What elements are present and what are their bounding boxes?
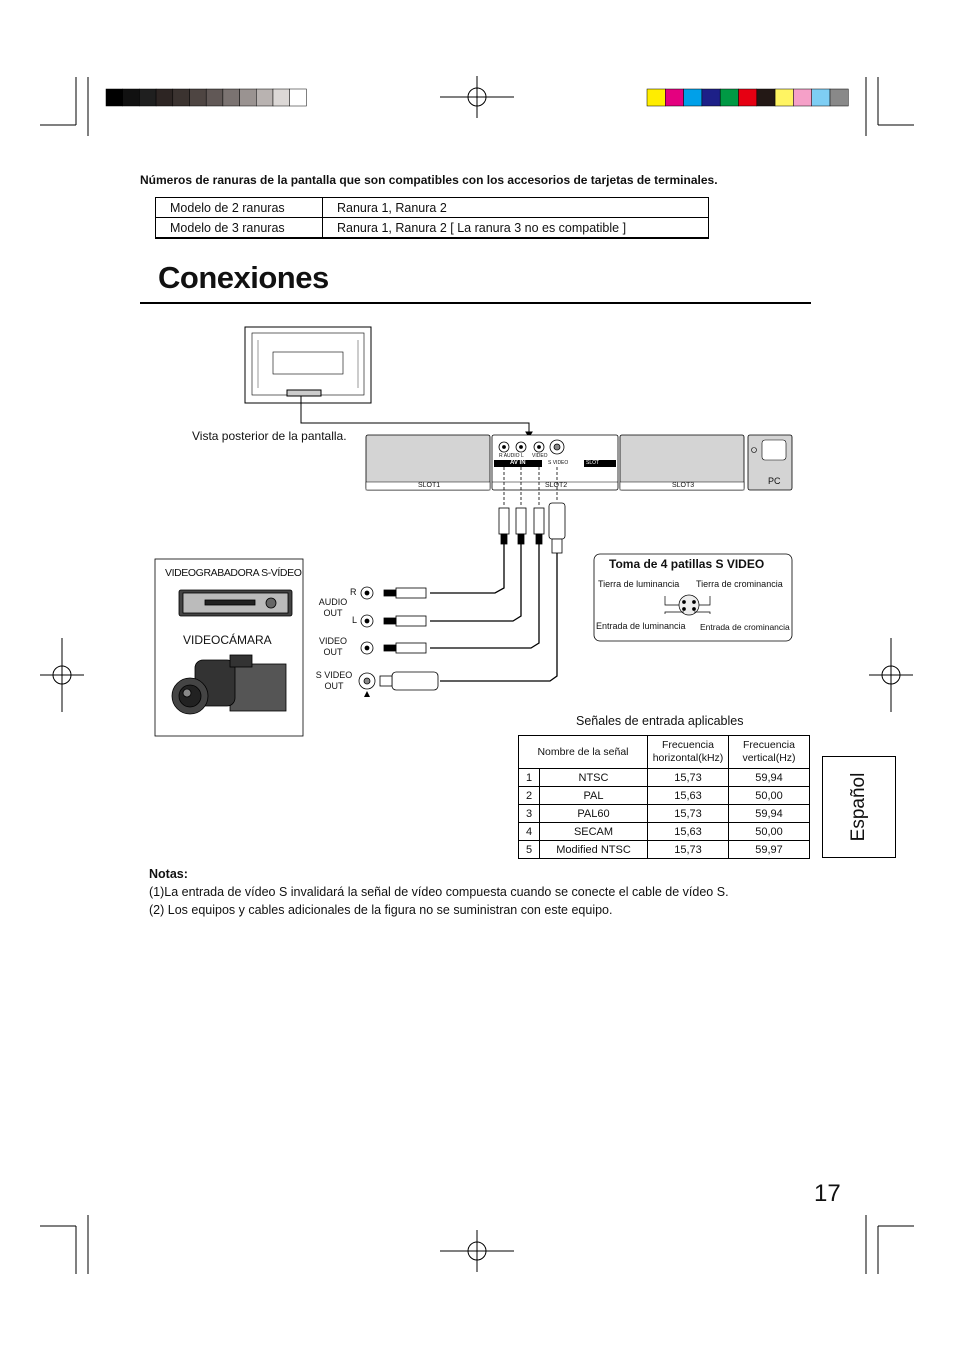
- cables: [430, 544, 558, 682]
- signals-caption: Señales de entrada aplicables: [576, 714, 744, 728]
- table-row: 4 SECAM 15,63 50,00: [518, 822, 810, 841]
- color-swatch: [289, 88, 307, 107]
- model-cell: Modelo de 2 ranuras: [155, 197, 323, 218]
- table-row: 2 PAL 15,63 50,00: [518, 786, 810, 805]
- horizontal-freq: 15,73: [647, 840, 729, 859]
- r-label: R: [350, 587, 357, 597]
- slots-cell: Ranura 1, Ranura 2 [ La ranura 3 no es c…: [322, 217, 709, 239]
- title-rule: [140, 302, 811, 304]
- header-horizontal: Frecuencia horizontal(kHz): [647, 735, 729, 769]
- lum-ground-label: Tierra de luminancia: [598, 579, 680, 589]
- table-row: 3 PAL60 15,73 59,94: [518, 804, 810, 823]
- arrow-up-icon: [364, 691, 370, 697]
- signal-name: PAL60: [539, 804, 648, 823]
- row-number: 1: [518, 768, 540, 787]
- svideo-box-title: Toma de 4 patillas S VIDEO: [609, 557, 765, 571]
- row-number: 4: [518, 822, 540, 841]
- notes-title: Notas:: [149, 867, 188, 881]
- header-vertical: Frecuencia vertical(Hz): [728, 735, 810, 769]
- source-devices-box: [154, 558, 304, 737]
- notes: Notas: (1)La entrada de vídeo S invalida…: [149, 865, 729, 919]
- horizontal-freq: 15,63: [647, 786, 729, 805]
- vertical-freq: 59,94: [728, 768, 810, 787]
- svideo-pinout-icon: [664, 594, 711, 616]
- note-item: (1)La entrada de vídeo S invalidará la s…: [149, 885, 729, 899]
- horizontal-freq: 15,73: [647, 768, 729, 787]
- slot3-label: SLOT3: [672, 482, 695, 489]
- table-row: Modelo de 3 ranuras Ranura 1, Ranura 2 […: [155, 217, 709, 239]
- registration-mark-right: [869, 638, 913, 712]
- vertical-freq: 50,00: [728, 822, 810, 841]
- slot-panels: [365, 434, 793, 491]
- registration-mark-left: [40, 638, 84, 712]
- r-audio-l-label: R AUDIO L: [499, 453, 524, 459]
- language-label: Español: [848, 772, 869, 842]
- color-bar: [646, 88, 849, 107]
- horizontal-freq: 15,63: [647, 822, 729, 841]
- row-number: 3: [518, 804, 540, 823]
- signals-table: Nombre de la señal Frecuencia horizontal…: [518, 735, 810, 859]
- grayscale-bar: [105, 88, 307, 107]
- signal-name: PAL: [539, 786, 648, 805]
- registration-mark-top: [440, 76, 514, 118]
- s-video-jack-label: S VIDEO: [548, 460, 569, 466]
- l-label: L: [352, 615, 358, 625]
- signal-name: NTSC: [539, 768, 648, 787]
- horizontal-freq: 15,73: [647, 804, 729, 823]
- page-number: 17: [814, 1180, 841, 1207]
- cable-plugs: [498, 502, 566, 554]
- signal-name: SECAM: [539, 822, 648, 841]
- rear-view-label: Vista posterior de la pantalla.: [192, 429, 347, 443]
- vertical-freq: 50,00: [728, 786, 810, 805]
- video-jack-label: VIDEO: [532, 453, 548, 459]
- slot-compat-table: Modelo de 2 ranuras Ranura 1, Ranura 2 M…: [155, 197, 709, 239]
- slot2-label: SLOT2: [545, 482, 568, 489]
- table-row: 5 Modified NTSC 15,73 59,97: [518, 840, 810, 859]
- color-swatch: [829, 88, 849, 107]
- av-in-label: AV IN: [510, 460, 526, 466]
- model-cell: Modelo de 3 ranuras: [155, 217, 323, 239]
- registration-mark-bottom: [440, 1230, 514, 1272]
- chroma-input-label: Entrada de crominancia: [700, 622, 790, 632]
- row-number: 2: [518, 786, 540, 805]
- section-title: Conexiones: [158, 260, 329, 295]
- svideo-pinout-box: [593, 553, 793, 642]
- vcr-icon: [178, 589, 293, 617]
- slots-cell: Ranura 1, Ranura 2: [322, 197, 709, 218]
- table-header-row: Nombre de la señal Frecuencia horizontal…: [518, 735, 810, 769]
- table-row: Modelo de 2 ranuras Ranura 1, Ranura 2: [155, 197, 709, 218]
- note-item: (2) Los equipos y cables adicionales de …: [149, 903, 613, 917]
- vertical-freq: 59,94: [728, 804, 810, 823]
- slot1-label: SLOT1: [418, 482, 441, 489]
- guide-lines: [503, 467, 558, 505]
- svideo-out-label: S VIDEO OUT: [315, 670, 353, 691]
- header-signal-name: Nombre de la señal: [518, 735, 648, 769]
- vcr-label: VIDEOGRABADORA S-VÍDEO: [165, 567, 302, 579]
- video-out-label: VIDEO OUT: [318, 636, 347, 657]
- row-number: 5: [518, 840, 540, 859]
- camcorder-label: VIDEOCÁMARA: [183, 633, 272, 647]
- pc-label: PC: [768, 476, 781, 486]
- source-connectors: [358, 586, 439, 691]
- chroma-ground-label: Tierra de crominancia: [696, 579, 783, 589]
- vertical-freq: 59,97: [728, 840, 810, 859]
- signal-name: Modified NTSC: [539, 840, 648, 859]
- slot-badge: SLOT: [586, 460, 600, 466]
- compat-heading: Números de ranuras de la pantalla que so…: [140, 173, 718, 187]
- audio-out-label: AUDIO OUT: [318, 597, 348, 618]
- display-rear-view: [244, 326, 533, 438]
- camcorder-icon: [171, 654, 287, 715]
- lum-input-label: Entrada de luminancia: [596, 621, 686, 631]
- table-row: 1 NTSC 15,73 59,94: [518, 768, 810, 787]
- language-tab: Español: [822, 756, 896, 858]
- av-jacks: [498, 439, 565, 455]
